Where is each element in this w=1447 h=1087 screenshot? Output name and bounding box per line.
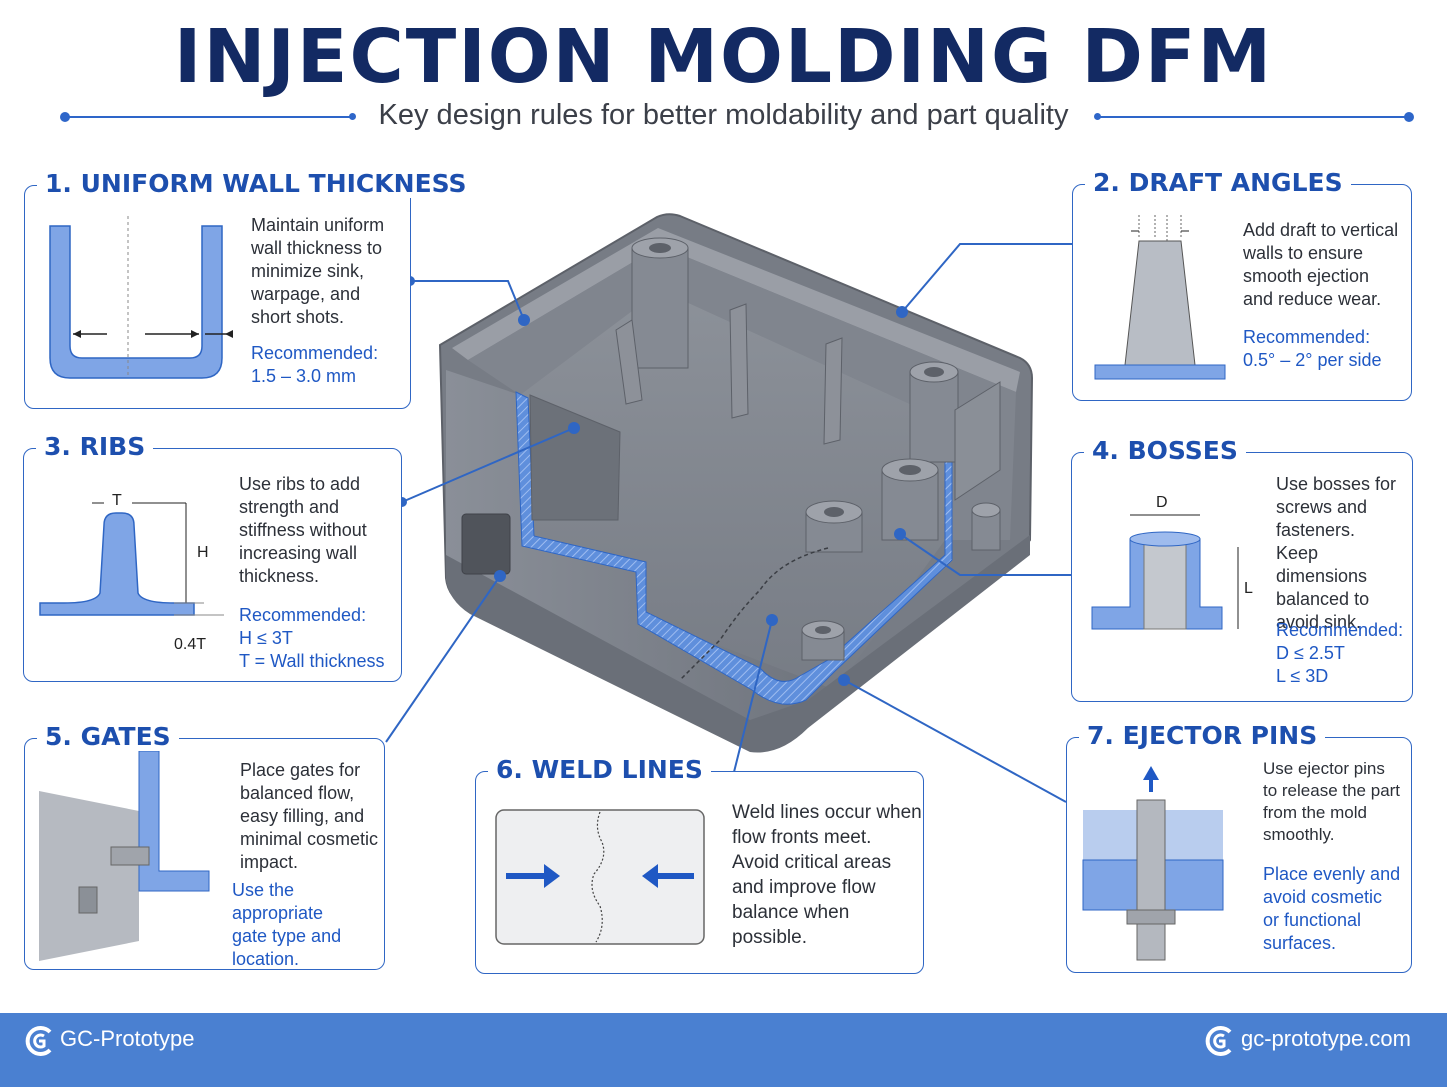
ejector-pin-diagram: [1082, 766, 1224, 961]
header-rule-dot-left-end: [349, 113, 356, 120]
card-title: 5. GATES: [37, 722, 179, 751]
card-title: 3. RIBS: [36, 432, 154, 461]
footer-website-link[interactable]: gc-prototype.com: [1241, 1026, 1411, 1051]
header-rule-dot-right-start: [1094, 113, 1101, 120]
card-title: 4. BOSSES: [1084, 436, 1246, 465]
rib-t-label: T: [112, 492, 122, 509]
footer-brand-left: GC-Prototype: [60, 1026, 195, 1051]
footer-bar: [0, 1013, 1447, 1087]
gate-diagram: [39, 751, 210, 961]
gc-logo-icon: [1205, 1026, 1232, 1056]
card-recommendation: Recommended:0.5° – 2° per side: [1243, 327, 1382, 370]
card-title: 2. DRAFT ANGLES: [1085, 168, 1351, 197]
connector-lines: [385, 243, 1072, 803]
card-recommendation: Recommended:1.5 – 3.0 mm: [251, 343, 379, 386]
card-recommendation: Recommended:H ≤ 3T T = Wall thickness: [239, 605, 385, 671]
rib-diagram: T H 0.4T: [39, 492, 224, 653]
card-recommendation: Recommended:D ≤ 2.5T L ≤ 3D: [1276, 620, 1404, 686]
card-title: 1. UNIFORM WALL THICKNESS: [37, 169, 475, 198]
header-rule-left: [66, 116, 353, 118]
connector-dots: [397, 276, 908, 686]
page-title: INJECTION MOLDING DFM: [173, 14, 1274, 100]
gc-logo-icon: [25, 1026, 52, 1056]
boss-l-label: L: [1244, 580, 1253, 597]
card-title: 7. EJECTOR PINS: [1079, 721, 1326, 750]
boss-d-label: D: [1156, 494, 1168, 511]
part-body: [438, 213, 1034, 753]
boss-diagram: D L: [1091, 494, 1253, 630]
page-subtitle: Key design rules for better moldability …: [378, 99, 1069, 131]
card-uniform-wall-thickness: 1. UNIFORM WALL THICKNESS Maintain unifo…: [24, 169, 475, 409]
card-title: 6. WELD LINES: [488, 755, 711, 784]
header-rule-dot-right: [1404, 112, 1414, 122]
draft-angle-diagram: [1094, 215, 1226, 380]
rib-base-label: 0.4T: [174, 636, 206, 653]
header-rule-right: [1097, 116, 1409, 118]
weld-line-diagram: [495, 809, 705, 945]
wall-thickness-diagram: [49, 216, 233, 379]
header-rule-dot-left: [60, 112, 70, 122]
rib-h-label: H: [197, 544, 209, 561]
